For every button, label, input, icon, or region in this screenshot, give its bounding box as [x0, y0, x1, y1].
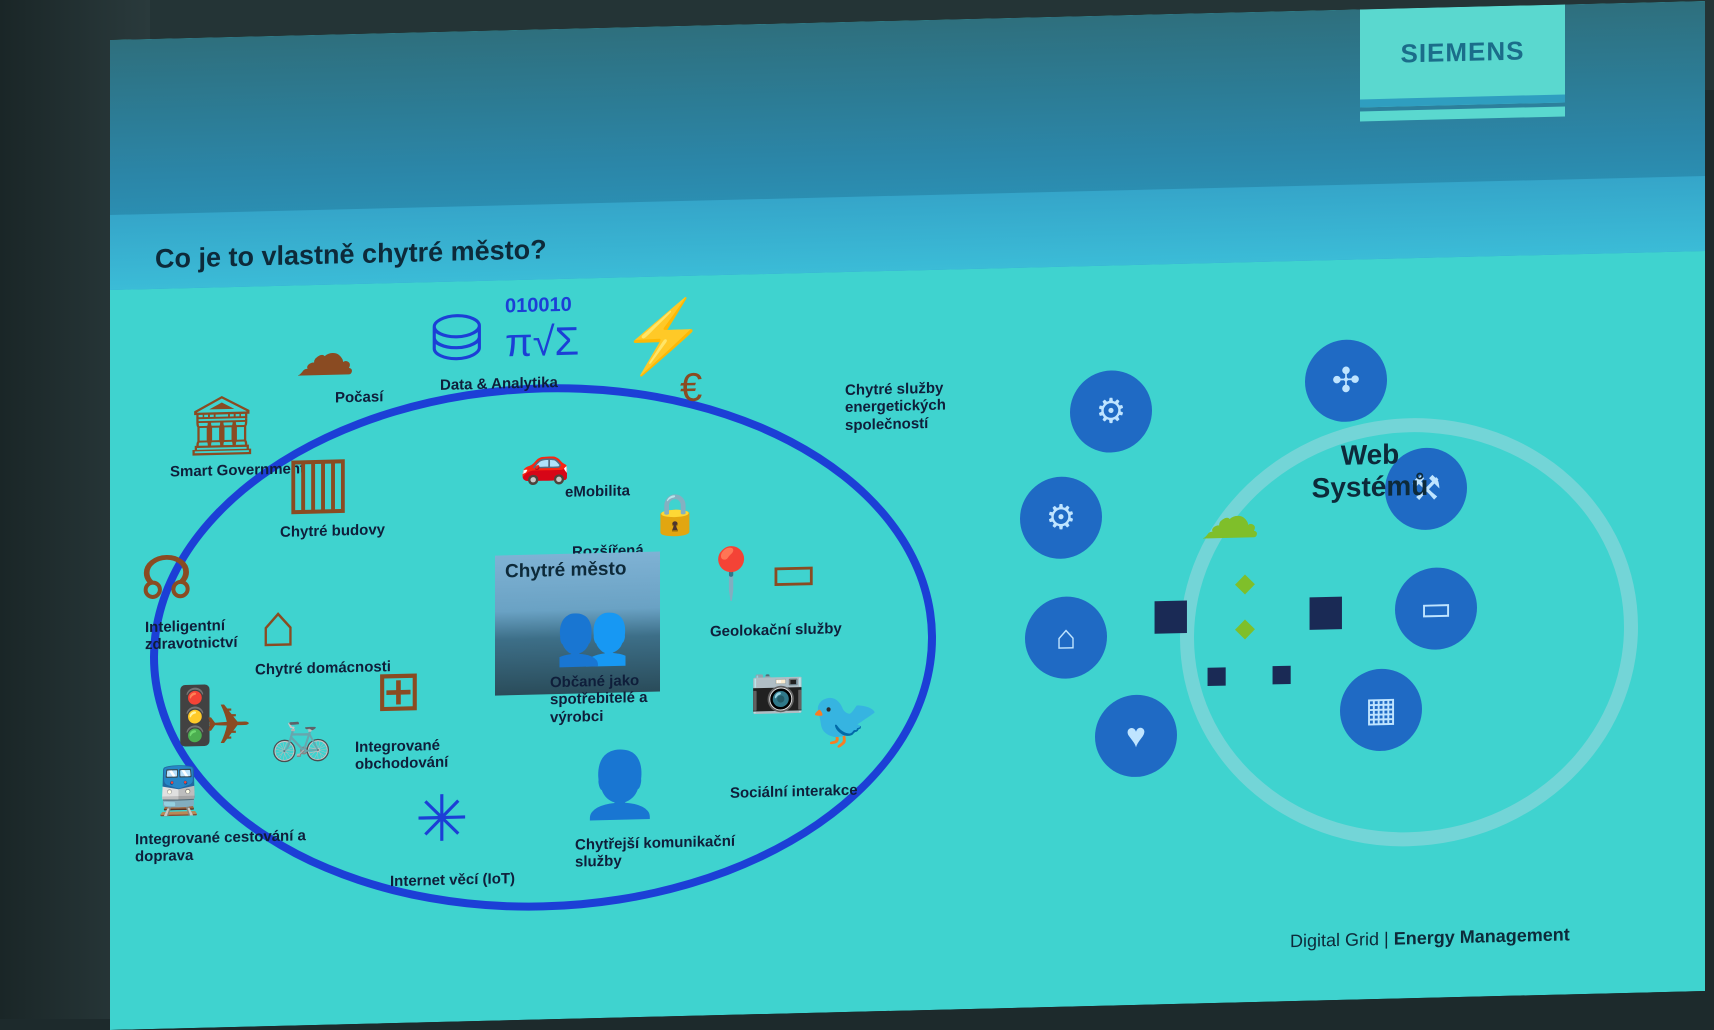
label-geo: Geolokační služby [710, 620, 842, 641]
house-icon: ⌂ [260, 591, 297, 660]
label-commerce: Integrované obchodování [355, 736, 449, 774]
node-settings-icon: ⚙ [1070, 370, 1152, 454]
label-emobility: eMobilita [565, 482, 631, 501]
camera-icon: 📷 [750, 665, 805, 716]
person-icon: 👤 [580, 747, 660, 822]
lock-icon: 🔒 [650, 492, 700, 538]
train-icon: 🚆 [150, 763, 208, 818]
siemens-logo: SIEMENS [1360, 4, 1565, 107]
footer: Digital Grid | Energy Management [1290, 924, 1570, 952]
web-title-line2: Systémů [1311, 469, 1429, 504]
euro-icon: € [680, 365, 703, 411]
label-energy: Chytré služby energetických společností [845, 379, 946, 434]
node-healthcare-icon: ♥ [1095, 694, 1177, 778]
label-social: Sociální interakce [730, 781, 858, 802]
airplane-icon: ✈ [205, 692, 252, 757]
brand-name: SIEMENS [1400, 34, 1525, 68]
center-label: Chytré město [505, 558, 627, 583]
people-icon: 👥 [555, 599, 630, 669]
cube-right-icon: ◼ [1305, 580, 1347, 638]
stethoscope-icon: ☊ [140, 543, 194, 613]
node-robot-icon: ⚙ [1020, 476, 1102, 560]
bird-icon: 🐦 [810, 687, 880, 752]
label-iot: Internet věcí (IoT) [390, 870, 516, 891]
footer-right: Energy Management [1393, 924, 1570, 949]
cube-green-top-icon: ◆ [1235, 567, 1255, 598]
cash-register-icon: ⊞ [375, 658, 422, 723]
cube-small-right-icon: ◼ [1270, 657, 1294, 689]
label-weather: Počasí [335, 388, 384, 407]
cube-left-icon: ◼ [1150, 584, 1192, 642]
label-homes: Chytré domácnosti [255, 658, 391, 679]
cloud-icon: ☁ [1200, 482, 1260, 552]
label-citizens: Občané jako spotřebitelé a výrobci [550, 672, 648, 726]
label-travel: Integrované cestování a doprava [135, 827, 306, 866]
web-title-line1: Web [1340, 438, 1400, 471]
label-buildings: Chytré budovy [280, 521, 386, 541]
label-data: Data & Analytika [440, 374, 558, 394]
bicycle-icon: 🚲 [270, 705, 333, 764]
footer-left: Digital Grid [1290, 928, 1380, 952]
bank-icon: 🏛 [185, 392, 259, 460]
web-title: Web Systémů [1300, 437, 1440, 505]
sun-cloud-icon: ☁ [295, 320, 355, 389]
cube-small-left-icon: ◼ [1205, 658, 1229, 691]
location-pin-icon: 📍 [700, 545, 763, 603]
label-health: Inteligentní zdravotnictví [145, 617, 238, 654]
building-icon: ▥ [285, 441, 352, 521]
car-icon: 🚗 [520, 440, 570, 486]
binary-text: 010010 [505, 293, 572, 318]
math-symbols-icon: π√Σ [505, 319, 580, 366]
node-wind-icon: ✣ [1305, 339, 1387, 423]
label-comm: Chytřejší komunikační služby [575, 832, 736, 871]
database-icon: ⛁ [430, 301, 484, 376]
node-plant-icon: ⌂ [1025, 596, 1107, 680]
cube-green-bottom-icon: ◆ [1235, 612, 1255, 643]
presentation-slide: SIEMENS Co je to vlastně chytré město? ☁… [110, 1, 1705, 1030]
network-icon: ✳ [415, 782, 469, 856]
map-tablet-icon: ▭ [770, 543, 818, 601]
